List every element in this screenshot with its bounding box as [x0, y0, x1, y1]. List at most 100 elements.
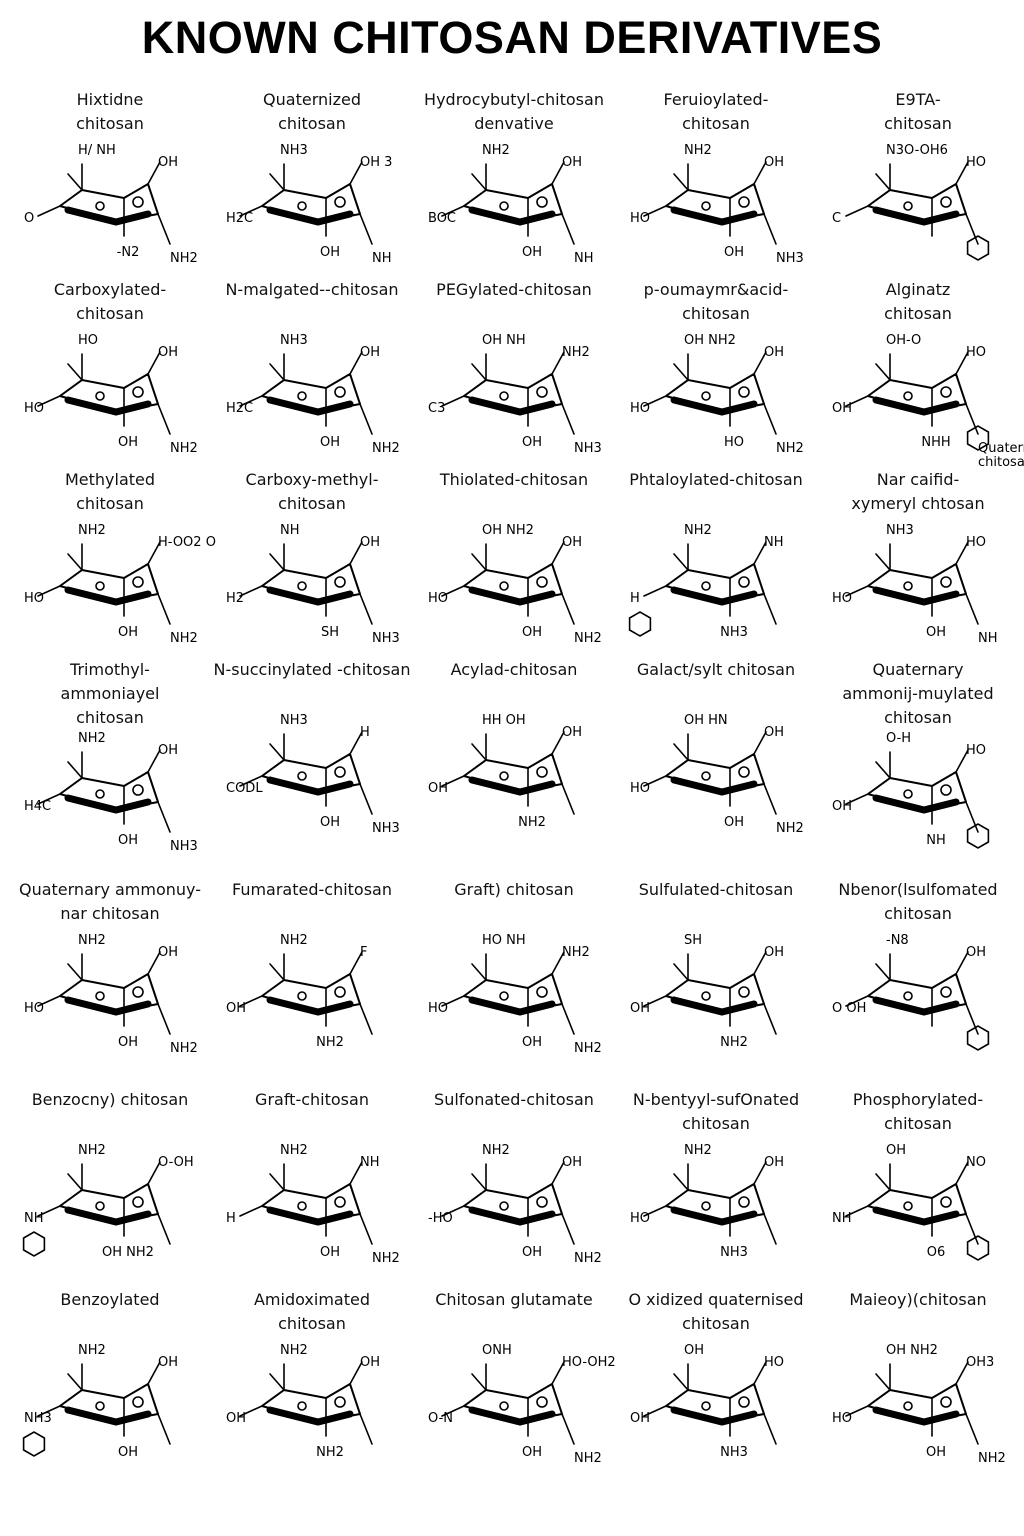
ring-oxygen	[95, 1201, 105, 1211]
ring-oxygen	[738, 1196, 750, 1208]
substituent-bond	[763, 783, 777, 815]
wedge-bond	[468, 396, 556, 416]
wedge-bond	[64, 794, 152, 814]
substituent-bond	[359, 1413, 373, 1445]
group-label: OH	[764, 155, 784, 170]
substituent-bond	[753, 351, 767, 375]
substituent-bond	[551, 1361, 565, 1385]
substituent-bond	[875, 553, 891, 571]
ring-oxygen	[132, 576, 144, 588]
group-label: OH	[428, 781, 448, 796]
wedge-bond	[670, 586, 758, 606]
wedge-bond	[468, 776, 556, 796]
group-label: -HO	[428, 1211, 453, 1226]
group-label: NH2	[684, 1143, 712, 1158]
substituent-bond	[239, 585, 263, 597]
ring-oxygen	[536, 196, 548, 208]
substituent-bond	[239, 775, 263, 787]
chair-structure: OH-OHOOHNHHQuaternarychitosan	[832, 333, 1024, 470]
group-label: NH2	[482, 143, 510, 158]
ring-oxygen	[334, 1196, 346, 1208]
substituent-bond	[441, 995, 465, 1007]
group-label: OH	[320, 815, 340, 830]
substituent-bond	[875, 761, 891, 779]
substituent-bond	[471, 743, 487, 761]
group-label: NH2	[574, 1251, 602, 1266]
group-label: OH	[926, 625, 946, 640]
wedge-bond	[468, 1406, 556, 1426]
substituent-bond	[359, 593, 373, 625]
wedge-bond	[266, 1206, 354, 1226]
substituent-bond	[37, 1405, 61, 1417]
group-label: NH2	[574, 1041, 602, 1056]
group-label: O6	[927, 1245, 946, 1260]
substituent-bond	[37, 585, 61, 597]
group-label: HH OH	[482, 713, 526, 728]
poster-title: KNOWN CHITOSAN DERIVATIVES	[141, 12, 883, 63]
substituent-bond	[269, 1373, 285, 1391]
group-label: NH2	[170, 1041, 198, 1056]
substituent-bond	[955, 951, 969, 975]
group-label: NH	[926, 833, 946, 848]
group-label: NH2	[684, 143, 712, 158]
ring-oxygen	[536, 766, 548, 778]
group-label: NH3	[170, 839, 198, 854]
ring-oxygen	[536, 576, 548, 588]
group-label: H2C	[226, 401, 253, 416]
substituent-bond	[965, 1413, 979, 1445]
group-label: OH	[630, 1411, 650, 1426]
substituent-bond	[955, 541, 969, 565]
group-label: HO	[966, 155, 986, 170]
group-label: CODL	[226, 781, 263, 796]
ring-oxygen	[536, 386, 548, 398]
ring-oxygen	[738, 766, 750, 778]
derivative-name: p-oumaymr&acid- chitosan	[643, 280, 789, 323]
substituent-bond	[239, 395, 263, 407]
group-label: OH NH2	[102, 1245, 154, 1260]
ring-oxygen	[297, 391, 307, 401]
wedge-bond	[670, 206, 758, 226]
ring-oxygen	[297, 1201, 307, 1211]
ring-oxygen	[940, 1196, 952, 1208]
derivative-name: Hixtidne chitosan	[76, 90, 144, 133]
derivative-name: Thiolated-chitosan	[439, 470, 589, 489]
substituent-bond	[441, 585, 465, 597]
group-label: OH NH2	[684, 333, 736, 348]
group-label: -N2	[117, 245, 140, 260]
wedge-bond	[64, 1206, 152, 1226]
substituent-bond	[561, 1213, 575, 1245]
ring-oxygen	[95, 1401, 105, 1411]
group-label: NH2	[316, 1035, 344, 1050]
substituent-bond	[955, 1161, 969, 1185]
group-label: HO	[966, 345, 986, 360]
substituent-bond	[753, 731, 767, 755]
substituent-bond	[239, 1405, 263, 1417]
group-label: OH	[562, 1155, 582, 1170]
derivative-name: E9TA- chitosan	[884, 90, 952, 133]
group-label: HO	[630, 401, 650, 416]
group-label: H2	[226, 591, 244, 606]
group-label: NH2	[78, 933, 106, 948]
group-label: NH2	[574, 1451, 602, 1466]
substituent-bond	[37, 1205, 61, 1217]
substituent-bond	[561, 213, 575, 245]
ring-oxygen	[297, 1401, 307, 1411]
substituent-bond	[349, 1361, 363, 1385]
group-label: NH	[372, 251, 392, 266]
